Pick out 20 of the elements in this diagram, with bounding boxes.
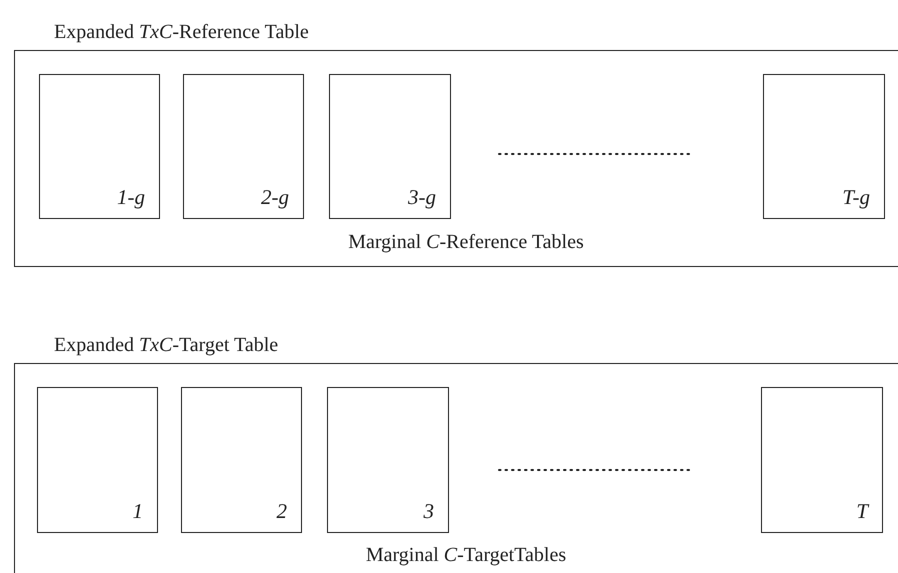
panel-caption: Marginal C-TargetTables	[366, 544, 566, 567]
table-index: T-g	[842, 185, 870, 210]
table-box	[763, 74, 885, 219]
table-box	[37, 387, 158, 533]
table-index: 1	[132, 499, 143, 524]
table-box	[761, 387, 883, 533]
table-index: 3	[424, 499, 434, 524]
table-index: 1-g	[117, 185, 145, 210]
table-box	[327, 387, 449, 533]
table-index: T	[856, 499, 868, 524]
table-index: 2	[276, 499, 287, 524]
table-index: 3-g	[408, 185, 436, 210]
table-box	[329, 74, 451, 219]
table-box	[183, 74, 304, 219]
panel-title: Expanded TxC-Target Table	[54, 334, 278, 357]
table-index: 2-g	[261, 185, 289, 210]
table-box	[181, 387, 302, 533]
panel-caption: Marginal C-Reference Tables	[348, 231, 584, 254]
table-box	[39, 74, 160, 219]
panel-title: Expanded TxC-Reference Table	[54, 21, 309, 44]
